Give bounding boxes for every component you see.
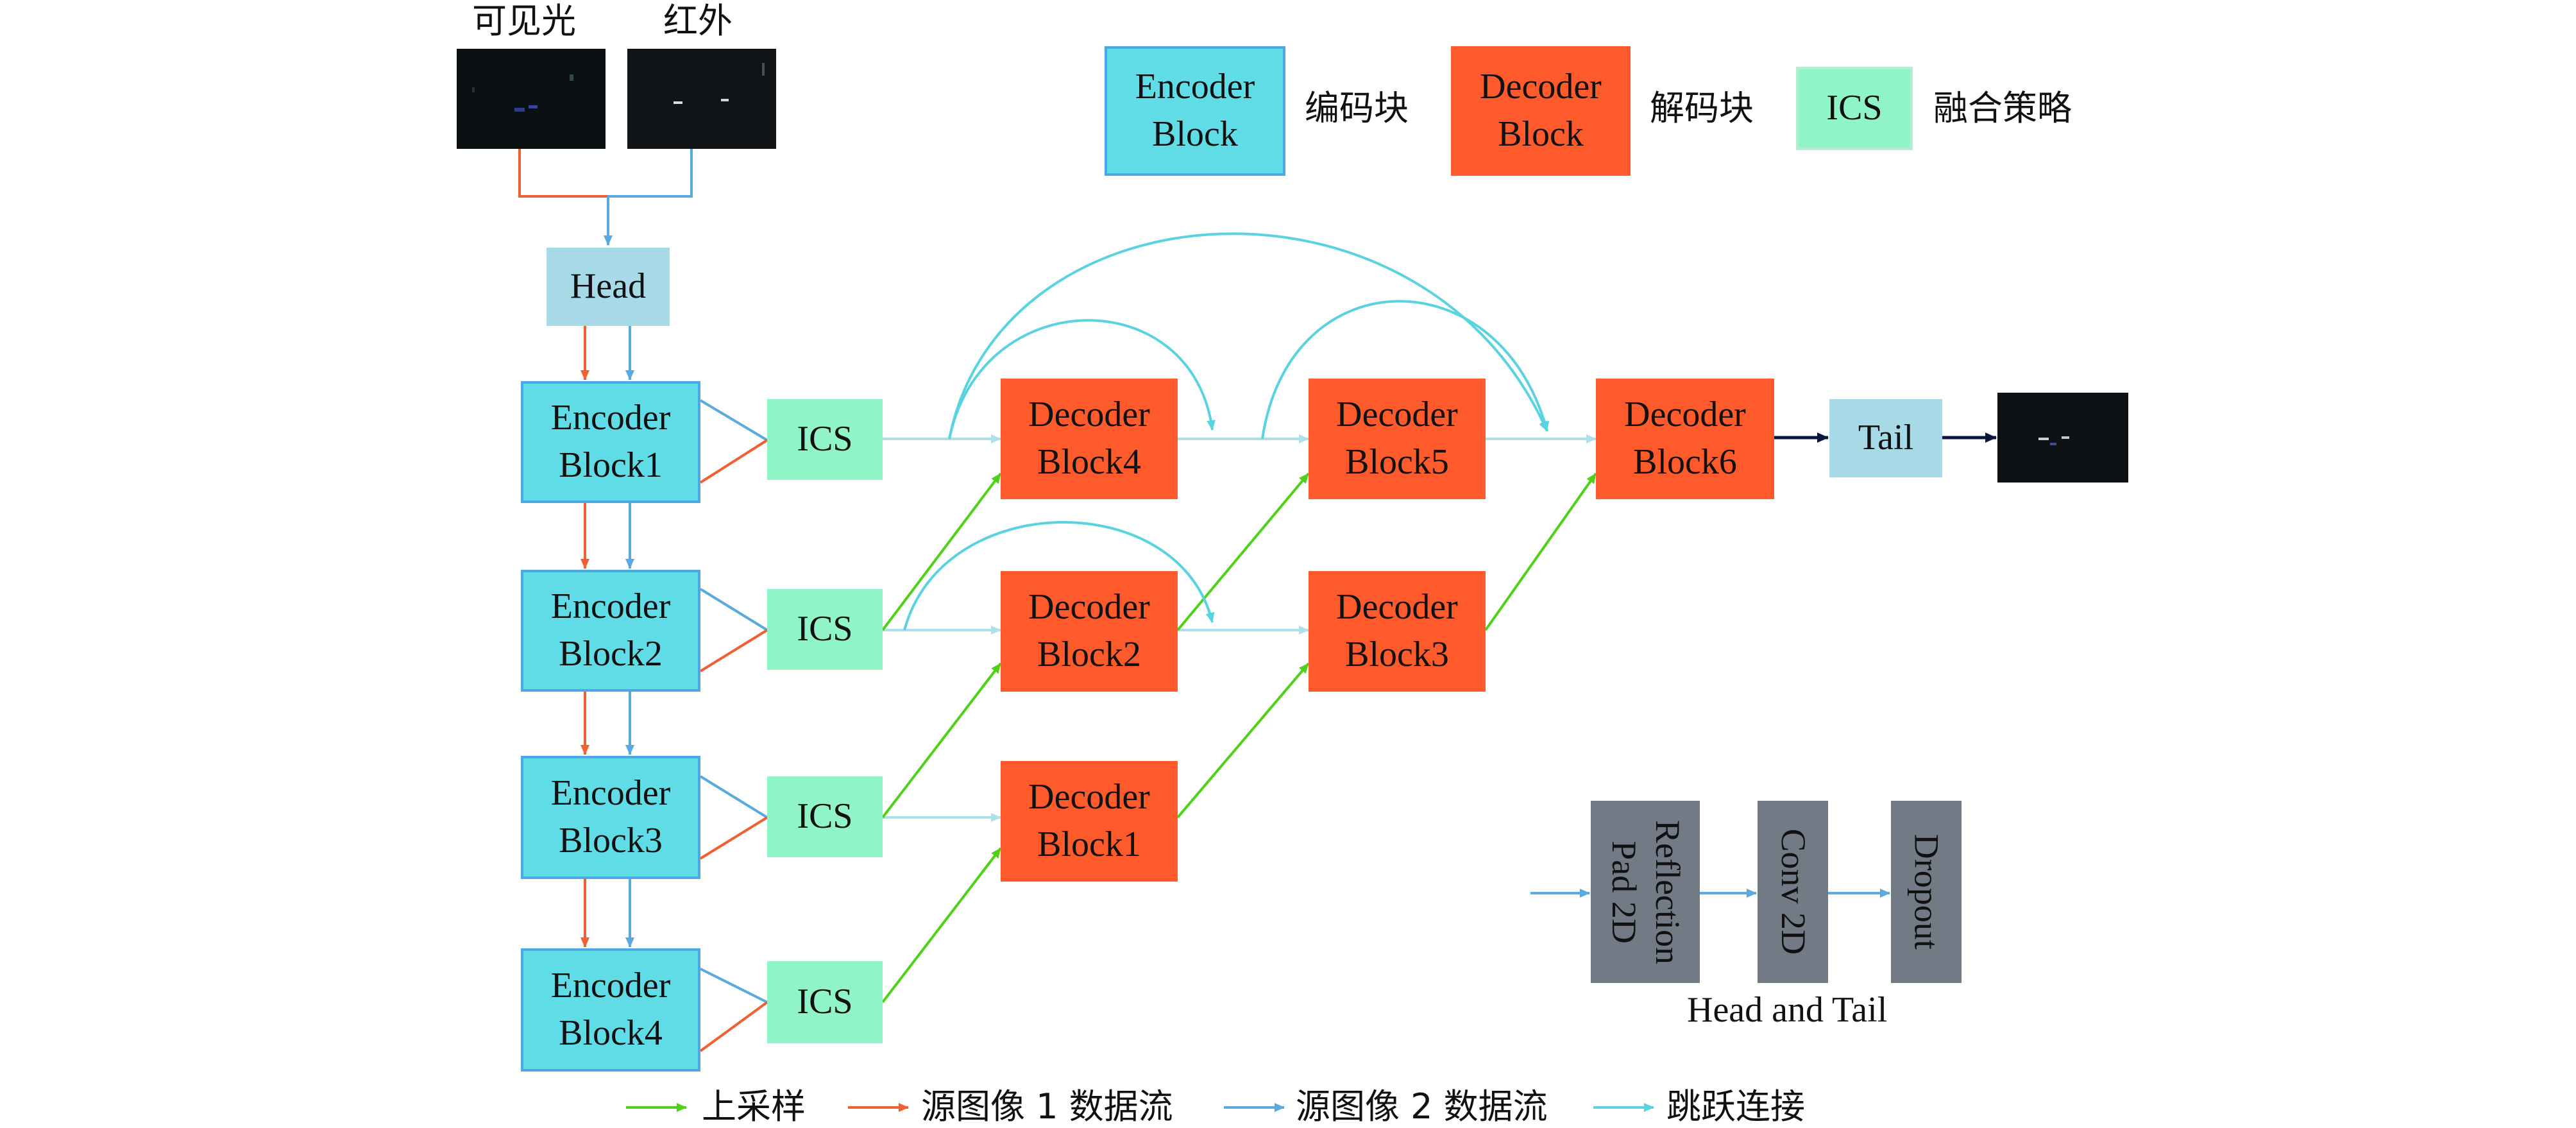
decoder-block-4: Decoder Block4 <box>1001 379 1178 499</box>
infrared-image <box>627 49 776 149</box>
visible-light-image <box>457 49 606 149</box>
decoder-block-6-sub: Block6 <box>1633 442 1737 482</box>
upsample-dec3-dec6 <box>1484 472 1597 631</box>
enc4-ics-link <box>699 968 768 1052</box>
encoder-block-1: Encoder Block1 <box>521 381 700 503</box>
visible-light-label: 可见光 <box>472 1 576 41</box>
decoder-block-4-sub: Block4 <box>1037 442 1141 482</box>
legend-source2-text: 源图像 2 数据流 <box>1296 1086 1548 1127</box>
head-label: Head <box>570 266 647 307</box>
encoder-block-4-sub: Block4 <box>559 1013 663 1053</box>
decoder-block-1-title: Decoder <box>1028 777 1150 817</box>
decoder-block-3-sub: Block3 <box>1345 635 1449 674</box>
legend-encoder-box: Encoder Block <box>1105 46 1285 176</box>
encoder-block-4: Encoder Block4 <box>521 948 700 1072</box>
legend-ics-text: 融合策略 <box>1933 88 2072 128</box>
decoder-block-3-title: Decoder <box>1336 587 1458 628</box>
legend-decoder-text: 解码块 <box>1650 88 1754 128</box>
ics-block-2-label: ICS <box>797 609 853 649</box>
upsample-ics3-dec2 <box>881 662 1002 819</box>
skip-ics1-dec5 <box>948 319 1216 440</box>
decoder-block-5-sub: Block5 <box>1345 442 1449 482</box>
encoder-block-3-title: Encoder <box>550 773 671 814</box>
legend-ics-box: ICS <box>1796 67 1913 150</box>
decoder-block-4-title: Decoder <box>1028 395 1150 435</box>
legend-source1-text: 源图像 1 数据流 <box>921 1086 1173 1127</box>
legend-decoder-box-sub: Block <box>1498 114 1584 154</box>
reflection-pad-line-2: Pad 2D <box>1605 840 1644 944</box>
dropout-text: Dropout <box>1907 834 1946 950</box>
upsample-dec1-dec3 <box>1176 662 1310 819</box>
visible-to-head-line <box>518 149 608 198</box>
legend-decoder-box-title: Decoder <box>1480 67 1602 107</box>
encoder-block-1-title: Encoder <box>550 398 671 438</box>
reflection-pad-text: Reflection Pad 2D <box>1602 820 1689 964</box>
upsample-dec2-dec5 <box>1176 472 1310 631</box>
reflection-pad-line-1: Reflection <box>1648 819 1687 964</box>
legend-upsample-text: 上采样 <box>702 1086 806 1127</box>
encoder-block-1-sub: Block1 <box>559 445 663 485</box>
dropout-block: Dropout <box>1891 801 1962 983</box>
encoder-block-2-title: Encoder <box>550 586 671 627</box>
decoder-block-1: Decoder Block1 <box>1001 761 1178 882</box>
legend-encoder-text: 编码块 <box>1305 88 1409 128</box>
skip-ics1-dec6 <box>948 232 1548 440</box>
decoder-block-2: Decoder Block2 <box>1001 571 1178 692</box>
head-block: Head <box>547 248 670 326</box>
skip-dec4-dec6 <box>1261 300 1549 440</box>
tail-block: Tail <box>1829 399 1942 477</box>
fused-output-image <box>1997 393 2128 483</box>
reflection-pad-block: Reflection Pad 2D <box>1591 801 1700 983</box>
encoder-block-2-sub: Block2 <box>559 634 663 674</box>
enc1-ics-link <box>699 399 768 484</box>
upsample-ics4-dec1 <box>881 847 1002 1004</box>
infrared-label: 红外 <box>663 1 733 41</box>
encoder-block-3-sub: Block3 <box>559 821 663 860</box>
head-and-tail-caption: Head and Tail <box>1687 990 1888 1030</box>
ics-block-1: ICS <box>767 399 883 480</box>
decoder-block-1-sub: Block1 <box>1037 825 1141 864</box>
conv2d-text: Conv 2D <box>1774 828 1813 955</box>
decoder-block-6-title: Decoder <box>1624 395 1746 435</box>
encoder-block-2: Encoder Block2 <box>521 570 700 692</box>
decoder-block-3: Decoder Block3 <box>1309 571 1486 692</box>
enc2-ics-link <box>699 588 768 672</box>
ics-block-3-label: ICS <box>797 796 853 837</box>
encoder-block-4-title: Encoder <box>550 966 671 1006</box>
tail-label: Tail <box>1858 418 1914 458</box>
decoder-block-2-title: Decoder <box>1028 587 1150 628</box>
ics-block-4-label: ICS <box>797 982 853 1022</box>
ics-block-3: ICS <box>767 776 883 857</box>
enc3-ics-link <box>699 775 768 860</box>
ics-block-2: ICS <box>767 589 883 670</box>
infrared-to-head-line <box>608 149 693 198</box>
legend-skip-text: 跳跃连接 <box>1666 1086 1805 1127</box>
encoder-block-3: Encoder Block3 <box>521 756 700 879</box>
decoder-block-6: Decoder Block6 <box>1596 379 1774 499</box>
legend-decoder-box: Decoder Block <box>1451 46 1631 176</box>
legend-encoder-box-title: Encoder <box>1135 67 1255 107</box>
skip-ics2-dec3 <box>903 521 1215 631</box>
decoder-block-5-title: Decoder <box>1336 395 1458 435</box>
decoder-block-2-sub: Block2 <box>1037 635 1141 674</box>
ics-block-1-label: ICS <box>797 419 853 459</box>
legend-encoder-box-sub: Block <box>1152 114 1238 154</box>
upsample-ics2-dec4 <box>881 472 1002 631</box>
conv2d-block: Conv 2D <box>1758 801 1828 983</box>
ics-block-4: ICS <box>767 961 883 1043</box>
decoder-block-5: Decoder Block5 <box>1309 379 1486 499</box>
legend-ics-box-label: ICS <box>1826 88 1883 128</box>
